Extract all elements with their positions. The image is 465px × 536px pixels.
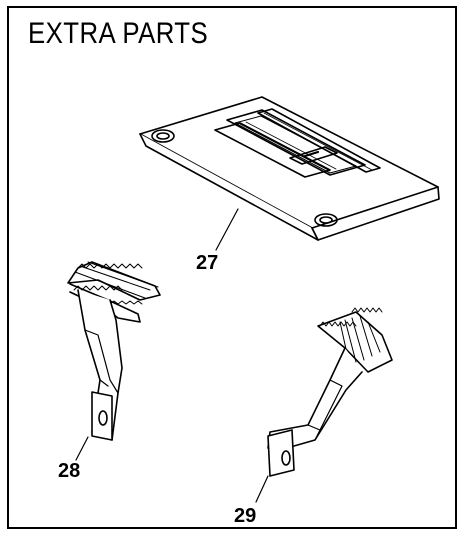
needle-plate-part [139, 96, 440, 241]
callout-28: 28 [58, 460, 81, 482]
feed-dog-right-part [267, 307, 393, 477]
callout-29: 29 [234, 505, 257, 527]
callout-27: 27 [196, 252, 219, 274]
page-title: EXTRA PARTS [28, 17, 209, 50]
feed-dog-left-part [67, 261, 161, 441]
